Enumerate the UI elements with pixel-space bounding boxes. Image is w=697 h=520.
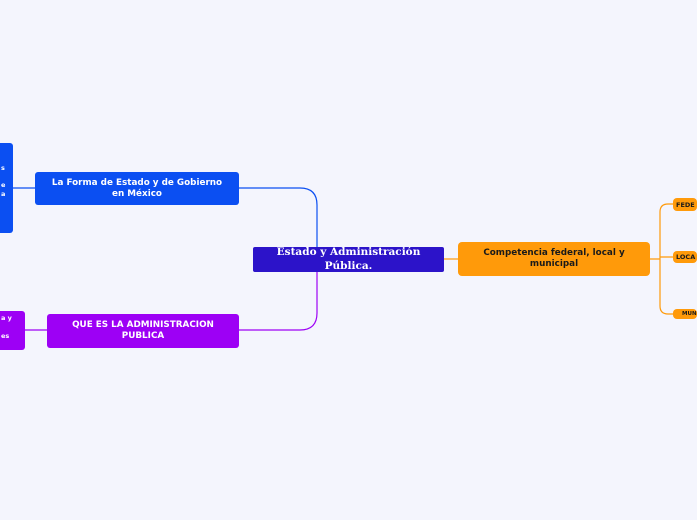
subtopic-local-label: LOCA [676, 253, 696, 261]
topic-forma-estado[interactable]: La Forma de Estado y de Gobierno en Méxi… [35, 172, 239, 205]
subtopic-que-es-offscreen[interactable]: a y es [0, 311, 25, 350]
subtopic-federal-label: FEDE [676, 200, 695, 209]
fragment-text: a y [1, 314, 12, 322]
central-topic[interactable]: Estado y Administración Pública. [253, 246, 444, 272]
link-central-forma [239, 187, 318, 247]
subtopic-municipal[interactable]: MUN [673, 309, 697, 319]
topic-competencia[interactable]: Competencia federal, local y municipal [458, 242, 650, 276]
topic-que-es-administracion[interactable]: QUE ES LA ADMINISTRACION PUBLICA [47, 314, 239, 348]
topic-forma-estado-label: La Forma de Estado y de Gobierno en Méxi… [51, 177, 223, 199]
central-topic-label: Estado y Administración Pública. [276, 246, 421, 272]
subtopic-federal[interactable]: FEDE [673, 198, 697, 211]
fragment-text: es [1, 332, 10, 340]
topic-que-es-administracion-label: QUE ES LA ADMINISTRACION PUBLICA [72, 320, 214, 341]
fragment-text: a [1, 190, 6, 198]
subtopic-forma-offscreen[interactable]: s e a [0, 143, 13, 233]
link-competencia-leaves [650, 203, 673, 315]
topic-competencia-label: Competencia federal, local y municipal [483, 248, 625, 269]
fragment-text: s [1, 164, 5, 172]
subtopic-municipal-label: MUN [682, 311, 697, 317]
link-central-que-es [239, 272, 318, 331]
subtopic-local[interactable]: LOCA [673, 251, 697, 263]
fragment-text: e [1, 181, 6, 189]
